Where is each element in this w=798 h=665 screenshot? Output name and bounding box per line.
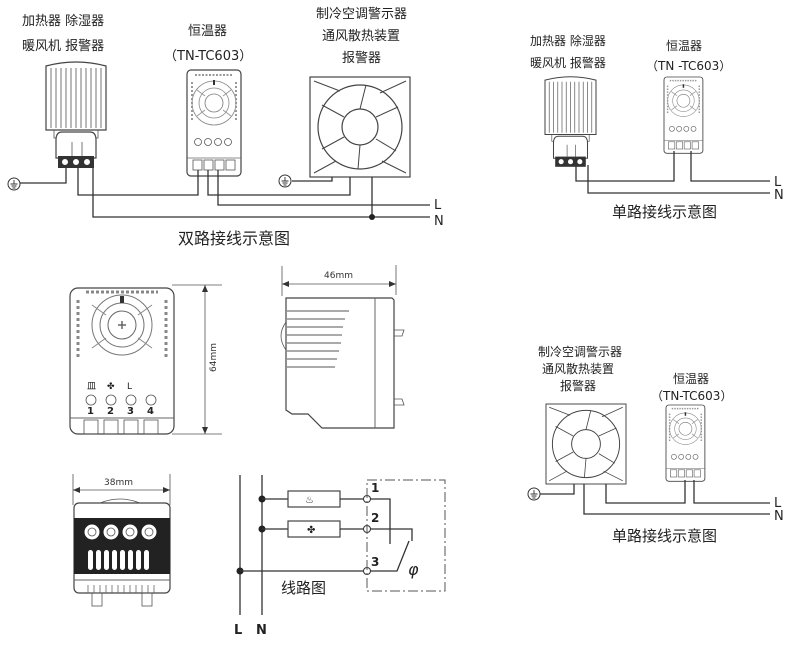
dual-circuit-caption: 双路接线示意图 [178,229,290,248]
width-dimension-label: 38mm [104,478,133,488]
L-bus-label: L [234,623,242,638]
heater-element-icon: ♨ [305,495,314,506]
line-N-label: N [434,214,444,229]
thermostat-device-icon [663,76,704,155]
ground-icon [7,177,21,191]
terminal-screw [105,394,117,406]
fan-to-thermostat-wire [605,480,686,504]
thermostat-boundary [366,479,446,592]
single-circuit-heater-diagram: 加热器 除湿器 暖风机 报警器 恒温器 （TN -TC603） L N 单路接线… [530,33,784,221]
line-L-label: L [774,175,782,190]
terminal-screw [85,394,97,406]
circuit-schematic: L N ♨ ✤ 1 2 3 φ 线路图 [234,475,446,638]
height-dimension-label: 64mm [209,343,219,372]
terminal-number: 3 [127,406,134,417]
thermostat-to-fan-wire [207,170,351,196]
neutral-wire [587,165,770,194]
single-circuit-fan-diagram: 制冷空调警示器 通风散热装置 报警器 恒温器 （TN-TC603） L N 单路… [527,344,784,545]
terminal-1-label: 1 [371,481,379,495]
fan-label-line3: 报警器 [342,50,381,66]
line-N-label: N [774,509,784,524]
thermostat-model: （TN-TC603） [164,49,252,64]
terminal-3-symbol-L: L [127,382,132,392]
line-N-label: N [774,188,784,203]
thermostat-label: 恒温器 [673,372,709,386]
heater-to-thermostat-wire [77,168,199,196]
fan-ground-wire [540,484,575,495]
junction-dot [369,214,375,220]
thermostat-device-icon [665,404,706,483]
circuit-caption: 线路图 [281,579,326,597]
heater-load-box [287,490,341,508]
fan-label-line1: 制冷空调警示器 [538,344,622,359]
live-wire [217,170,430,206]
fan-device-icon [545,403,627,485]
ground-icon [527,487,541,501]
terminal-screw [125,394,137,406]
thermostat-model: （TN-TC603） [651,389,732,403]
fan-label-line2: 通风散热装置 [542,361,614,376]
heater-label-line2: 暖风机 报警器 [530,55,606,70]
terminal-3-label: 3 [371,555,379,569]
terminal-2-label: 2 [371,511,379,525]
terminal-number: 2 [107,406,114,417]
thermostat-side-view: 46mm [280,265,405,429]
width-dimension-label: 46mm [324,271,353,281]
fan-label-line1: 制冷空调警示器 [316,6,407,22]
terminal-number: 1 [87,406,94,417]
fan-label-line3: 报警器 [560,378,596,393]
neutral-wire [583,484,770,515]
heater-to-thermostat-wire [575,151,675,182]
fan-label-line2: 通风散热装置 [322,29,400,44]
thermostat-device-icon [186,69,242,177]
single-circuit-caption: 单路接线示意图 [612,527,717,545]
terminal-number: 4 [147,406,154,417]
terminal-1-symbol-heat: 皿 [87,382,96,392]
heater-label-line1: 加热器 除湿器 [22,14,104,29]
fan-ground-wire [292,177,333,182]
fan-icon: ✤ [307,525,315,536]
switch-symbol: φ [408,560,419,579]
heater-device-icon [544,76,597,168]
thermostat-label: 恒温器 [666,39,702,53]
heater-ground-wire [20,168,67,184]
line-L-label: L [774,496,782,511]
line-L-label: L [434,198,442,213]
thermostat-bottom-view: 38mm [72,474,171,607]
heater-device-icon [45,61,107,169]
fan-device-icon [309,76,411,178]
thermostat-front-view: 皿 ✤ L 1 2 3 4 64mm [69,284,222,435]
terminal-screw [145,394,157,406]
live-wire [693,480,770,504]
neutral-wire [92,168,430,218]
terminal-2-symbol-fan: ✤ [107,382,115,392]
live-wire [690,151,770,182]
heater-label-line1: 加热器 除湿器 [530,33,606,48]
thermostat-model: （TN -TC603） [646,59,731,73]
N-bus-label: N [256,623,267,638]
heater-label-line2: 暖风机 报警器 [22,38,104,54]
dual-circuit-wiring-diagram: 加热器 除湿器 暖风机 报警器 恒温器 （TN-TC603） 制冷空调警示器 通… [7,6,444,248]
thermostat-label: 恒温器 [188,24,227,39]
single-circuit-caption: 单路接线示意图 [612,203,717,221]
ground-icon [278,174,292,188]
